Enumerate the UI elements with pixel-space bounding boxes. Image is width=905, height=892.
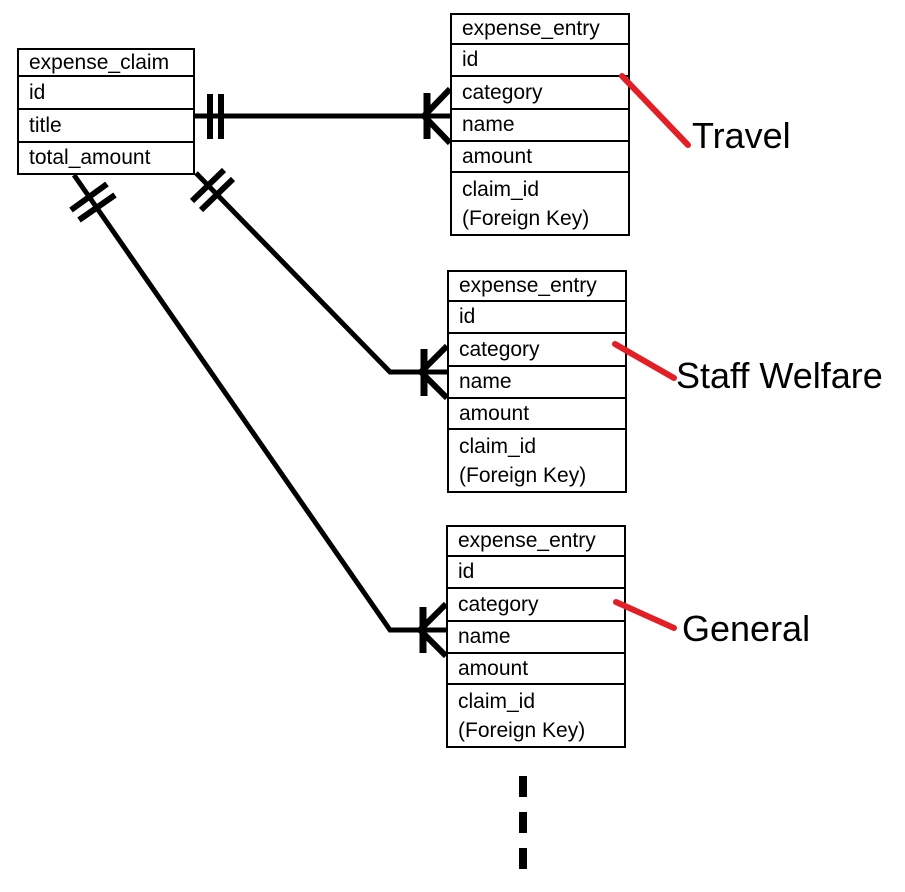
relationship-line-general xyxy=(69,173,449,659)
relationship-line xyxy=(194,171,447,375)
many-crowsfoot-icon xyxy=(417,601,449,659)
table-row: name xyxy=(449,367,625,399)
table-row: category xyxy=(452,77,628,110)
relationship-line-travel xyxy=(195,86,453,146)
table-row: name xyxy=(448,622,624,654)
table-title: expense_entry xyxy=(452,15,628,45)
category-label-staff-welfare: Staff Welfare xyxy=(676,355,883,396)
annotation-pointer-staff-welfare xyxy=(612,341,677,381)
one-cardinality-ticks-icon xyxy=(189,167,236,213)
table-row: total_amount xyxy=(29,146,151,169)
category-label-travel: Travel xyxy=(692,115,791,156)
fk-field-name: claim_id xyxy=(462,177,540,201)
entity-table-expense-entry-travel: expense_entry id category name amount cl… xyxy=(450,13,630,236)
entity-table-expense-claim: expense_claim id title total_amount xyxy=(17,48,195,175)
table-row: amount xyxy=(449,399,625,430)
annotation-pointer-travel xyxy=(619,73,691,148)
table-row-foreign-key: claim_id (Foreign Key) xyxy=(452,173,628,234)
annotation-pointer-general xyxy=(613,599,677,631)
table-row-foreign-key: claim_id (Foreign Key) xyxy=(449,430,625,491)
table-row: name xyxy=(452,110,628,142)
crowsfoot-prongs xyxy=(421,86,453,146)
entity-table-expense-entry-staff-welfare: expense_entry id category name amount cl… xyxy=(447,270,627,493)
fk-field-note: (Foreign Key) xyxy=(458,718,586,742)
fk-field-name: claim_id xyxy=(459,434,537,458)
table-row: amount xyxy=(448,654,624,685)
entity-table-expense-entry-general: expense_entry id category name amount cl… xyxy=(446,525,626,748)
annotation-pointer-lines xyxy=(612,73,691,631)
relationship-line xyxy=(71,173,446,633)
table-row: id xyxy=(19,77,193,110)
crowsfoot-prongs xyxy=(417,601,449,659)
many-crowsfoot-icon xyxy=(418,343,450,401)
relationship-line-staff-welfare xyxy=(189,167,450,401)
table-row: id xyxy=(449,302,625,334)
table-title: expense_claim xyxy=(19,50,193,77)
table-row: category xyxy=(449,334,625,367)
fk-field-note: (Foreign Key) xyxy=(462,206,590,230)
fk-field-name: claim_id xyxy=(458,689,536,713)
fk-field-note: (Foreign Key) xyxy=(459,463,587,487)
table-title: expense_entry xyxy=(449,272,625,302)
table-row: amount xyxy=(452,142,628,173)
table-row: id xyxy=(452,45,628,77)
one-cardinality-ticks-icon xyxy=(207,94,224,139)
category-label-general: General xyxy=(682,608,811,649)
table-row: title xyxy=(19,110,193,143)
crowsfoot-prongs xyxy=(418,343,450,401)
table-row-foreign-key: claim_id (Foreign Key) xyxy=(448,685,624,746)
table-row: id xyxy=(448,557,624,589)
table-row: category xyxy=(448,589,624,622)
many-crowsfoot-icon xyxy=(421,86,453,146)
one-cardinality-ticks-icon xyxy=(69,181,117,223)
table-title: expense_entry xyxy=(448,527,624,557)
